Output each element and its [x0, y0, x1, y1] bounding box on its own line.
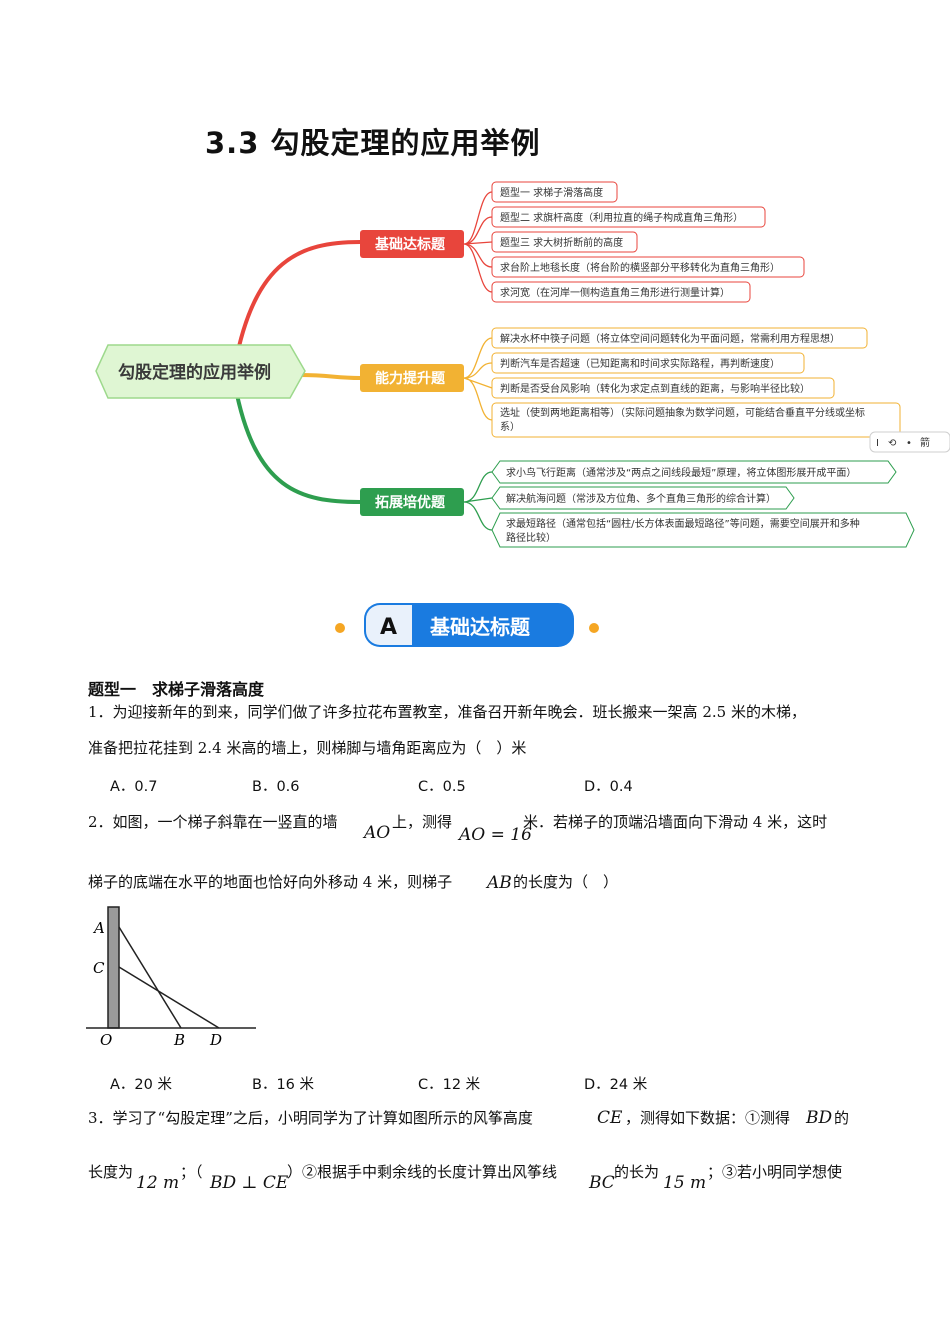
toolbar-dot-icon: • — [906, 438, 912, 449]
basic-item-2: 题型二 求旗杆高度（利用拉直的绳子构成直角三角形） — [500, 211, 743, 224]
advanced-item-3: 判断是否受台风影响（转化为求定点到直线的距离，与影响半径比较） — [500, 382, 810, 395]
q3-text-1: 3．学习了“勾股定理”之后，小明同学为了计算如图所示的风筝高度 — [88, 1109, 533, 1127]
advanced-item-4: 选址（使到两地距离相等）（实际问题抽象为数学问题，可能结合垂直平分线或坐标 — [500, 406, 865, 419]
advanced-item-1: 解决水杯中筷子问题（将立体空间问题转化为平面问题，常需利用方程思想） — [500, 332, 840, 345]
ladder-figure: A C O B D — [86, 906, 256, 1049]
advanced-item-4-cont: 系） — [500, 421, 520, 433]
point-a-label: A — [92, 919, 105, 937]
toolbar-text-icon: 箭 — [920, 436, 930, 449]
section-banner: A 基础达标题 — [260, 603, 690, 647]
point-o-label: O — [100, 1031, 112, 1049]
point-b-label: B — [173, 1031, 185, 1049]
basic-item-1: 题型一 求梯子滑落高度 — [500, 186, 603, 199]
extension-item-2: 解决航海问题（常涉及方位角、多个直角三角形的综合计算） — [506, 492, 776, 505]
section-label: 基础达标题 — [430, 615, 531, 639]
q3-text-3: 的 — [834, 1109, 850, 1127]
q3-text-7: 的长为 — [614, 1163, 660, 1181]
point-d-label: D — [209, 1031, 222, 1049]
q3-math-perp: BD ⊥ CE — [210, 1173, 289, 1193]
toolbar-cursor-icon: I — [876, 438, 879, 449]
q3-math-bd: BD — [806, 1108, 833, 1128]
q2-text-3: 米．若梯子的顶端沿墙面向下滑动 4 米，这时 — [523, 813, 828, 831]
type-heading: 题型一 求梯子滑落高度 — [88, 680, 265, 699]
q3-math-ce: CE — [597, 1108, 623, 1128]
mind-map: 勾股定理的应用举例 基础达标题 题型一 求梯子滑落高度 题型二 求旗杆高度（利用… — [95, 181, 950, 548]
page-title: 3.3 勾股定理的应用举例 — [205, 126, 541, 160]
branch-label-advanced: 能力提升题 — [375, 370, 446, 387]
q2-math-ao: AO — [364, 823, 391, 843]
q2-option-c: C．12 米 — [418, 1077, 481, 1093]
q3-text-5: ；（ — [180, 1163, 203, 1181]
q3-math-bc: BC — [589, 1173, 615, 1193]
point-c-label: C — [93, 959, 105, 977]
q2-option-d: D．24 米 — [584, 1077, 648, 1093]
q2-text-5: 的长度为（ ） — [513, 873, 619, 891]
extension-item-3: 求最短路径（通常包括“圆柱/长方体表面最短路径”等问题，需要空间展开和多种 — [506, 517, 860, 530]
extension-item-1: 求小鸟飞行距离（通常涉及“两点之间线段最短”原理，将立体图形展开成平面） — [506, 466, 856, 479]
q1-line1: 1．为迎接新年的到来，同学们做了许多拉花布置教室，准备召开新年晚会．班长搬来一架… — [88, 703, 806, 721]
q2-option-b: B．16 米 — [252, 1077, 315, 1093]
advanced-item-2: 判断汽车是否超速（已知距离和时间求实际路程，再判断速度） — [500, 357, 780, 370]
basic-item-3: 题型三 求大树折断前的高度 — [500, 236, 623, 249]
section-letter: A — [380, 615, 397, 640]
q3-text-2: ，测得如下数据：①测得 — [625, 1109, 791, 1127]
q1-option-a: A．0.7 — [110, 779, 158, 795]
q1-option-d: D．0.4 — [584, 779, 633, 795]
q3-math-15m: 15 m — [663, 1173, 707, 1193]
q3-math-12m: 12 m — [136, 1173, 180, 1193]
q3-text-6: ）②根据手中剩余线的长度计算出风筝线 — [287, 1163, 558, 1181]
branch-label-basic: 基础达标题 — [375, 236, 446, 253]
mind-map-root: 勾股定理的应用举例 — [118, 362, 271, 383]
q2-text-2: 上，测得 — [392, 813, 453, 831]
q3-text-8: ；③若小明同学想使 — [707, 1163, 843, 1181]
q2-text-1: 2．如图，一个梯子斜靠在一竖直的墙 — [88, 813, 338, 831]
extension-item-3-cont: 路径比较） — [506, 531, 556, 544]
q2-option-a: A．20 米 — [110, 1077, 172, 1093]
q2-math-ao-16: AO = 16 — [459, 825, 532, 845]
q1-line2: 准备把拉花挂到 2.4 米高的墙上，则梯脚与墙角距离应为（ ）米 — [88, 739, 527, 757]
q2-text-4: 梯子的底端在水平的地面也恰好向外移动 4 米，则梯子 — [88, 873, 453, 891]
q1-option-b: B．0.6 — [252, 779, 300, 795]
basic-item-4: 求台阶上地毯长度（将台阶的横竖部分平移转化为直角三角形） — [500, 261, 780, 274]
branch-label-extension: 拓展培优题 — [375, 494, 446, 511]
q2-math-ab: AB — [487, 873, 512, 893]
q1-option-c: C．0.5 — [418, 779, 466, 795]
basic-item-5: 求河宽（在河岸一侧构造直角三角形进行测量计算） — [500, 286, 730, 299]
floating-toolbar — [869, 431, 950, 453]
q3-text-4: 长度为 — [88, 1163, 134, 1181]
toolbar-undo-icon: ⟲ — [888, 438, 897, 449]
